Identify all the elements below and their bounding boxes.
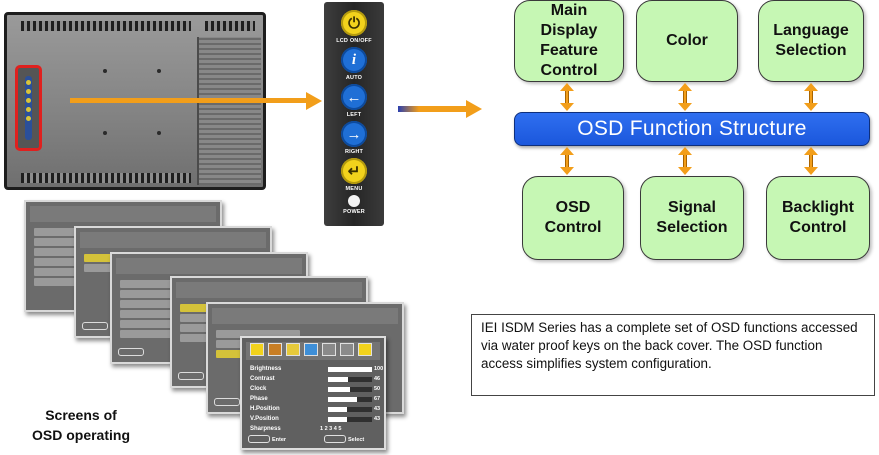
power-icon: ⏻ [341, 10, 367, 36]
node-main-display-feature-control: Main Display Feature Control [514, 0, 624, 82]
osd-item-name: Sharpness [250, 426, 281, 432]
node-color: Color [636, 0, 738, 82]
osd-select-label: Select [348, 437, 365, 443]
osd-item-value: 50 [374, 386, 381, 392]
osd-screens-caption: Screens of OSD operating [31, 407, 130, 443]
description-box: IEI ISDM Series has a complete set of OS… [471, 314, 875, 396]
picture-icon [268, 343, 282, 356]
exclamation-icon [358, 343, 372, 356]
osd-item-row: Contrast 46 [250, 376, 380, 384]
node-osd-control: OSD Control [522, 176, 624, 260]
arrow-right-icon [306, 92, 322, 110]
osd-key-strip [25, 76, 32, 140]
osd-icon [340, 343, 354, 356]
enter-key-icon [248, 435, 270, 443]
power-led-icon [348, 195, 360, 207]
vent-grille [21, 21, 191, 31]
double-arrow-icon [678, 147, 692, 175]
osd-item-value: 100 [374, 366, 384, 372]
screw [157, 69, 161, 73]
node-language-selection: Language Selection [758, 0, 864, 82]
key-label-right: RIGHT [344, 149, 364, 155]
osd-item-name: Contrast [250, 376, 275, 382]
osd-enter-label: Enter [272, 437, 287, 443]
osd-item-name: Clock [250, 386, 267, 392]
osd-level-bar [328, 417, 372, 422]
osd-item-value: 46 [374, 376, 381, 382]
double-arrow-icon [804, 147, 818, 175]
osd-item-row: V.Position 43 [250, 416, 380, 424]
osd-item-name: Brightness [250, 366, 282, 372]
osd-item-value: 43 [374, 416, 381, 422]
osd-level-bar [328, 367, 372, 372]
osd-key-panel: ⏻ LCD ON/OFF i AUTO ← LEFT → RIGHT ↵ MEN… [324, 2, 384, 226]
osd-level-bar [328, 407, 372, 412]
double-arrow-icon [678, 83, 692, 111]
brightness-icon [250, 343, 264, 356]
osd-level-bar [328, 397, 372, 402]
osd-screen-main: Brightness 100 Contrast 46 Clock 50 Phas… [240, 336, 386, 450]
key-label-menu: MENU [345, 186, 363, 192]
info-icon: i [341, 47, 367, 73]
arrow-right-icon [466, 100, 482, 118]
osd-item-row: Clock 50 [250, 386, 380, 394]
double-arrow-icon [560, 83, 574, 111]
osd-level-bar [328, 387, 372, 392]
key-label-lcd-onoff: LCD ON/OFF [336, 38, 372, 44]
osd-item-value: 1 2 3 4 5 [320, 426, 342, 432]
osd-item-value: 67 [374, 396, 381, 402]
vent-grille [205, 21, 255, 31]
arrow-left-icon: ← [341, 84, 367, 110]
node-backlight-control: Backlight Control [766, 176, 870, 260]
key-label-left: LEFT [346, 112, 362, 118]
double-arrow-icon [804, 83, 818, 111]
key-label-power: POWER [343, 209, 365, 215]
osd-item-name: V.Position [250, 416, 279, 422]
color-icon [286, 343, 300, 356]
osd-item-row: Brightness 100 [250, 366, 384, 374]
osd-keys-highlight [15, 65, 42, 151]
input-icon [322, 343, 336, 356]
arrow-shaft [398, 106, 468, 112]
enter-icon: ↵ [341, 158, 367, 184]
vent-grille [21, 173, 191, 183]
select-key-icon [324, 435, 346, 443]
double-arrow-icon [560, 147, 574, 175]
osd-item-row: Phase 67 [250, 396, 380, 404]
screw [103, 131, 107, 135]
osd-level-bar [328, 377, 372, 382]
screw [157, 131, 161, 135]
arrow-shaft [70, 98, 310, 103]
side-panel [197, 37, 261, 185]
key-label-auto: AUTO [345, 75, 363, 81]
osd-item-row: H.Position 43 [250, 406, 380, 414]
osd-item-value: 43 [374, 406, 381, 412]
osd-item-name: H.Position [250, 406, 280, 412]
screw [103, 69, 107, 73]
node-signal-selection: Signal Selection [640, 176, 744, 260]
osd-item-name: Phase [250, 396, 268, 402]
osd-item-row: Sharpness 1 2 3 4 5 [250, 426, 380, 434]
arrow-right-icon: → [341, 121, 367, 147]
globe-icon [304, 343, 318, 356]
osd-function-structure-bar: OSD Function Structure [514, 112, 870, 146]
